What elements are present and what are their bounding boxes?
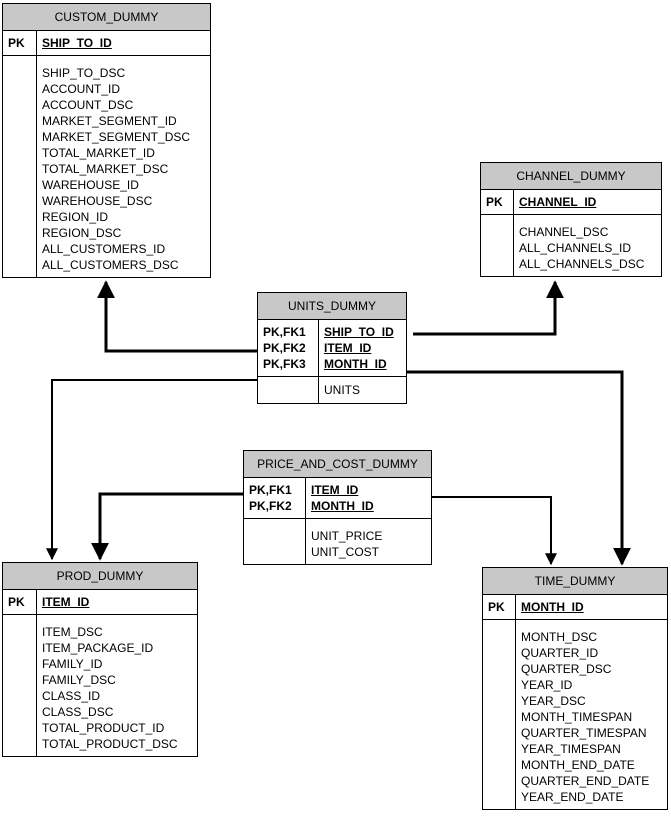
- attribute: TOTAL_PRODUCT_ID: [42, 721, 165, 735]
- key-label: PK,FK2: [249, 499, 292, 513]
- key-label: PK: [3, 31, 37, 55]
- attribute: MONTH_DSC: [521, 630, 598, 644]
- key-label: PK,FK1: [249, 483, 292, 497]
- attribute: QUARTER_TIMESPAN: [521, 726, 647, 740]
- attribute-row: ITEM_DSC ITEM_PACKAGE_ID FAMILY_ID FAMIL…: [3, 615, 197, 756]
- relation-units-to-channel: [413, 280, 564, 336]
- attribute: FAMILY_DSC: [42, 673, 116, 687]
- key-label: PK,FK1: [263, 325, 306, 339]
- pk-field: SHIP_TO_ID: [42, 36, 112, 50]
- attribute: WAREHOUSE_ID: [42, 178, 139, 192]
- attribute-row: UNITS: [258, 377, 406, 403]
- attribute: UNIT_COST: [311, 545, 380, 559]
- attribute: YEAR_TIMESPAN: [521, 742, 621, 756]
- attribute: WAREHOUSE_DSC: [42, 194, 153, 208]
- entity-title: CUSTOM_DUMMY: [3, 4, 210, 31]
- attribute: SHIP_TO_DSC: [42, 66, 126, 80]
- attribute: QUARTER_ID: [521, 646, 599, 660]
- key-label: PK: [481, 190, 514, 214]
- pk-row: PK,FK1 PK,FK2 PK,FK3 SHIP_TO_ID ITEM_ID …: [258, 320, 406, 377]
- attribute: REGION_ID: [42, 210, 109, 224]
- attribute: TOTAL_MARKET_ID: [42, 146, 155, 160]
- attribute: MONTH_TIMESPAN: [521, 710, 633, 724]
- attribute: TOTAL_MARKET_DSC: [42, 162, 169, 176]
- pk-field: ITEM_ID: [42, 595, 90, 609]
- entity-title: UNITS_DUMMY: [258, 293, 406, 320]
- relation-units-to-time: [407, 370, 631, 566]
- attribute: YEAR_END_DATE: [521, 790, 624, 804]
- attribute-row: SHIP_TO_DSC ACCOUNT_ID ACCOUNT_DSC MARKE…: [3, 56, 210, 277]
- attribute: MONTH_END_DATE: [521, 758, 635, 772]
- pk-field: ITEM_ID: [324, 341, 372, 355]
- entity-title: PRICE_AND_COST_DUMMY: [244, 451, 431, 478]
- pk-row: PK CHANNEL_ID: [481, 190, 661, 215]
- attribute: CLASS_ID: [42, 689, 101, 703]
- pk-field: MONTH_ID: [521, 600, 584, 614]
- entity-title: PROD_DUMMY: [3, 563, 197, 590]
- attribute-row: MONTH_DSC QUARTER_ID QUARTER_DSC YEAR_ID…: [483, 620, 667, 809]
- attribute: ITEM_DSC: [42, 625, 103, 639]
- relation-price-to-time: [432, 496, 557, 566]
- pk-row: PK MONTH_ID: [483, 595, 667, 620]
- attribute: REGION_DSC: [42, 226, 122, 240]
- attribute: ACCOUNT_DSC: [42, 98, 134, 112]
- pk-row: PK SHIP_TO_ID: [3, 31, 210, 56]
- attribute-row: CHANNEL_DSC ALL_CHANNELS_ID ALL_CHANNELS…: [481, 215, 661, 276]
- attribute: FAMILY_ID: [42, 657, 103, 671]
- pk-row: PK ITEM_ID: [3, 590, 197, 615]
- entity-title: CHANNEL_DUMMY: [481, 163, 661, 190]
- attribute: UNIT_PRICE: [311, 529, 383, 543]
- relation-units-to-prod: [46, 379, 258, 561]
- key-label: PK: [3, 590, 37, 614]
- pk-field: CHANNEL_ID: [519, 195, 597, 209]
- key-label: PK,FK2: [263, 341, 306, 355]
- pk-field: MONTH_ID: [324, 357, 387, 371]
- relation-price-to-prod: [91, 492, 244, 561]
- key-label: PK: [483, 595, 516, 619]
- entity-time-dummy[interactable]: TIME_DUMMY PK MONTH_ID MONTH_DSC QUARTER…: [482, 567, 668, 810]
- attribute-row: UNIT_PRICE UNIT_COST: [244, 519, 431, 564]
- attribute: ITEM_PACKAGE_ID: [42, 641, 154, 655]
- attribute: YEAR_ID: [521, 678, 573, 692]
- attribute: QUARTER_DSC: [521, 662, 612, 676]
- pk-field: SHIP_TO_ID: [324, 325, 394, 339]
- attribute: MARKET_SEGMENT_DSC: [42, 130, 191, 144]
- attribute: ALL_CHANNELS_ID: [519, 241, 632, 255]
- attribute: CLASS_DSC: [42, 705, 114, 719]
- attribute: YEAR_DSC: [521, 694, 586, 708]
- attribute: ALL_CUSTOMERS_ID: [42, 242, 166, 256]
- key-label: PK,FK3: [263, 357, 306, 371]
- pk-field: MONTH_ID: [311, 499, 374, 513]
- entity-price-and-cost-dummy[interactable]: PRICE_AND_COST_DUMMY PK,FK1 PK,FK2 ITEM_…: [243, 450, 432, 565]
- entity-custom-dummy[interactable]: CUSTOM_DUMMY PK SHIP_TO_ID SHIP_TO_DSC A…: [2, 3, 211, 278]
- entity-units-dummy[interactable]: UNITS_DUMMY PK,FK1 PK,FK2 PK,FK3 SHIP_TO…: [257, 292, 407, 404]
- attribute: ACCOUNT_ID: [42, 82, 121, 96]
- entity-title: TIME_DUMMY: [483, 568, 667, 595]
- attribute: QUARTER_END_DATE: [521, 774, 650, 788]
- entity-prod-dummy[interactable]: PROD_DUMMY PK ITEM_ID ITEM_DSC ITEM_PACK…: [2, 562, 198, 757]
- attribute: UNITS: [324, 383, 360, 397]
- attribute: MARKET_SEGMENT_ID: [42, 114, 177, 128]
- attribute: CHANNEL_DSC: [519, 225, 609, 239]
- attribute: ALL_CUSTOMERS_DSC: [42, 258, 179, 272]
- relation-units-to-custom: [97, 280, 258, 353]
- attribute: ALL_CHANNELS_DSC: [519, 257, 645, 271]
- pk-row: PK,FK1 PK,FK2 ITEM_ID MONTH_ID: [244, 478, 431, 519]
- pk-field: ITEM_ID: [311, 483, 359, 497]
- attribute: TOTAL_PRODUCT_DSC: [42, 737, 178, 751]
- entity-channel-dummy[interactable]: CHANNEL_DUMMY PK CHANNEL_ID CHANNEL_DSC …: [480, 162, 662, 277]
